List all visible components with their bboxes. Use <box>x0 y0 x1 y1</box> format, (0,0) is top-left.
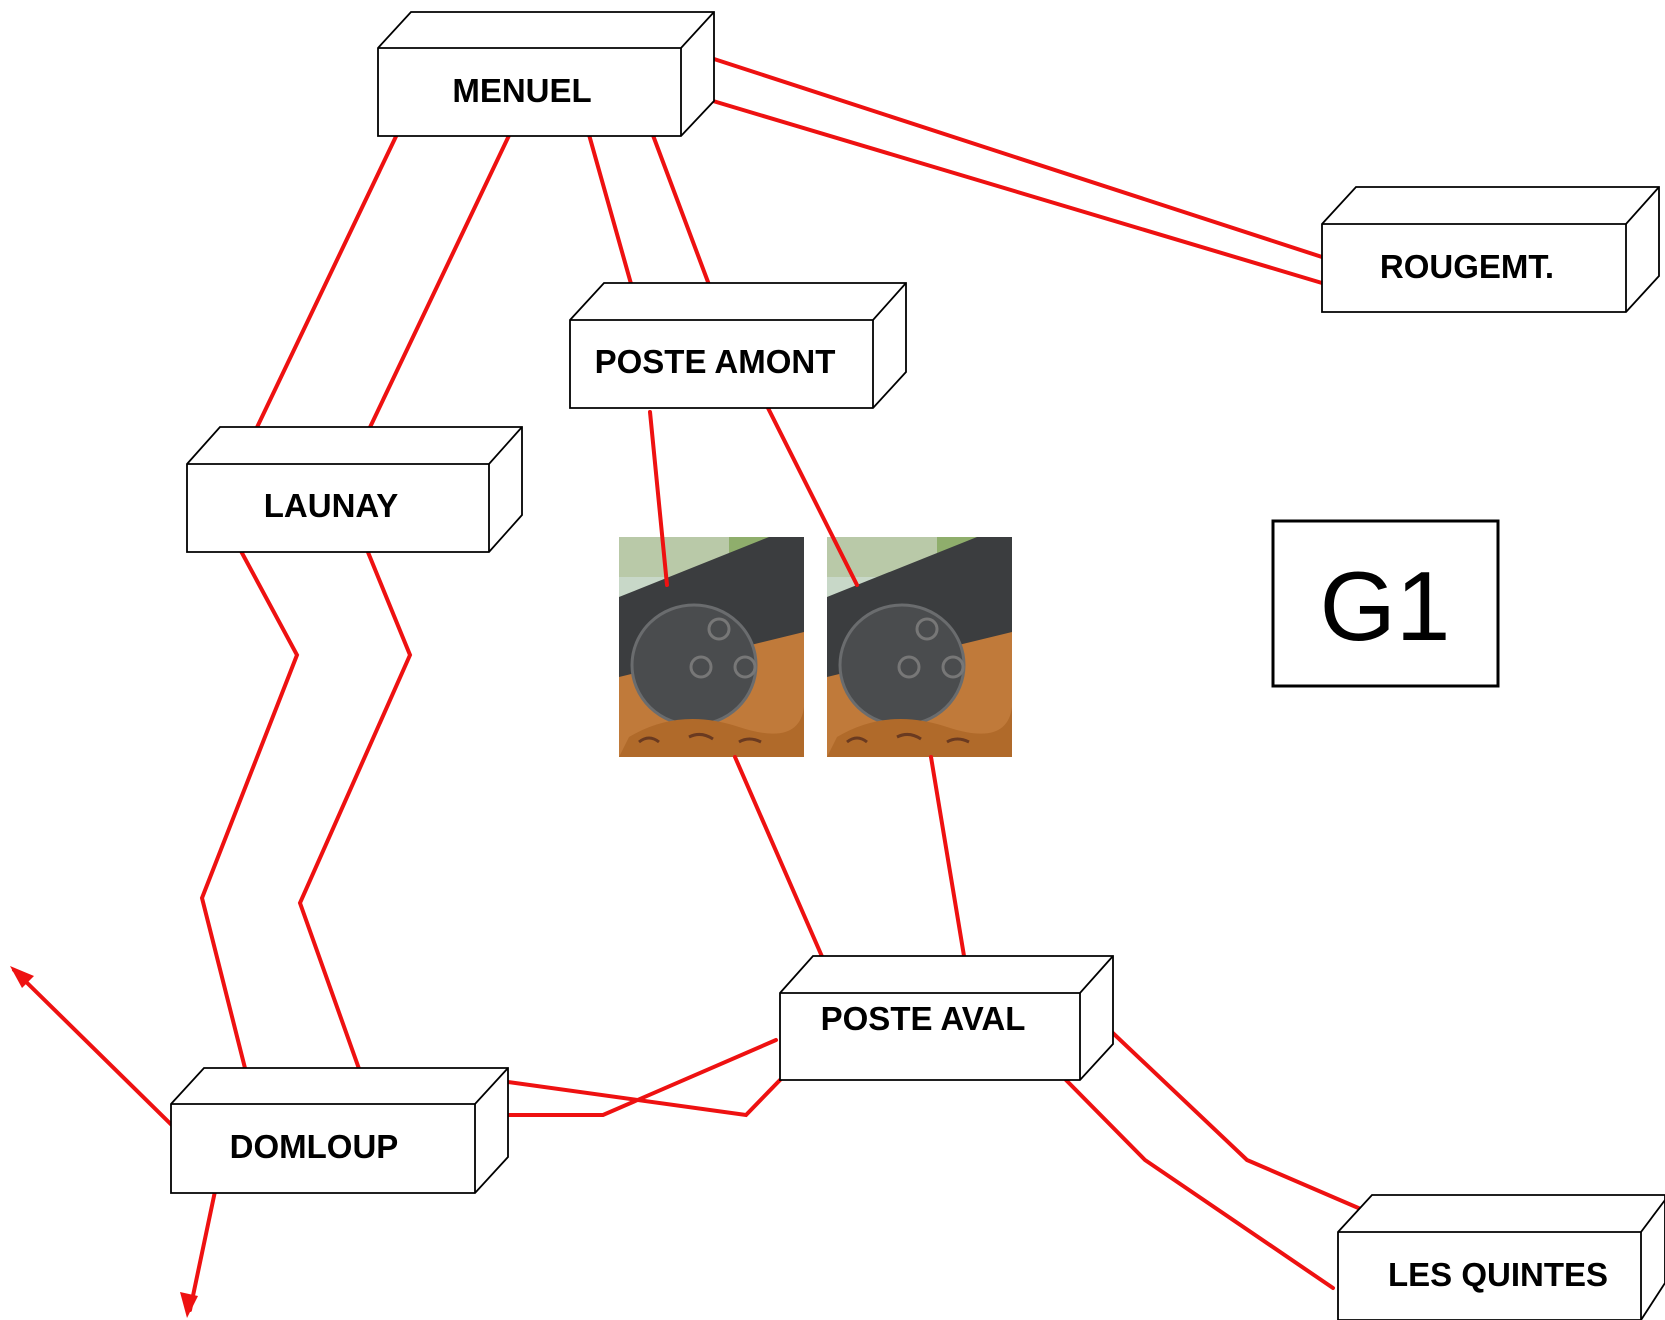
substation-poste-amont: POSTE AMONT <box>569 282 907 409</box>
substation-menuel: MENUEL <box>377 11 715 137</box>
substation-label-poste-amont: POSTE AMONT <box>595 343 836 380</box>
group-label-box: G1 <box>1271 519 1500 688</box>
substation-domloup: DOMLOUP <box>170 1067 509 1194</box>
substation-label-launay: LAUNAY <box>264 487 398 524</box>
substation-label-poste-aval: POSTE AVAL <box>821 1000 1026 1037</box>
substation-poste-aval: POSTE AVAL <box>779 955 1114 1081</box>
substation-launay: LAUNAY <box>186 426 523 553</box>
pylon-menuel-launay <box>294 227 478 387</box>
substation-rougemont: ROUGEMT. <box>1321 186 1660 313</box>
substation-label-les-quintes: LES QUINTES <box>1388 1256 1608 1293</box>
underground-cable-icon <box>825 535 1014 759</box>
pylon-launay-domloup-2 <box>168 883 352 1043</box>
substation-les-quintes: LES QUINTES <box>1337 1194 1665 1320</box>
underground-cable-icon <box>617 535 806 759</box>
connection-lines <box>10 57 1372 1318</box>
group-label: G1 <box>1320 551 1451 661</box>
substation-label-domloup: DOMLOUP <box>230 1128 399 1165</box>
substation-label-menuel: MENUEL <box>452 72 591 109</box>
substation-label-rougemont: ROUGEMT. <box>1380 248 1554 285</box>
pylon-aval-quintes <box>1088 1140 1272 1300</box>
